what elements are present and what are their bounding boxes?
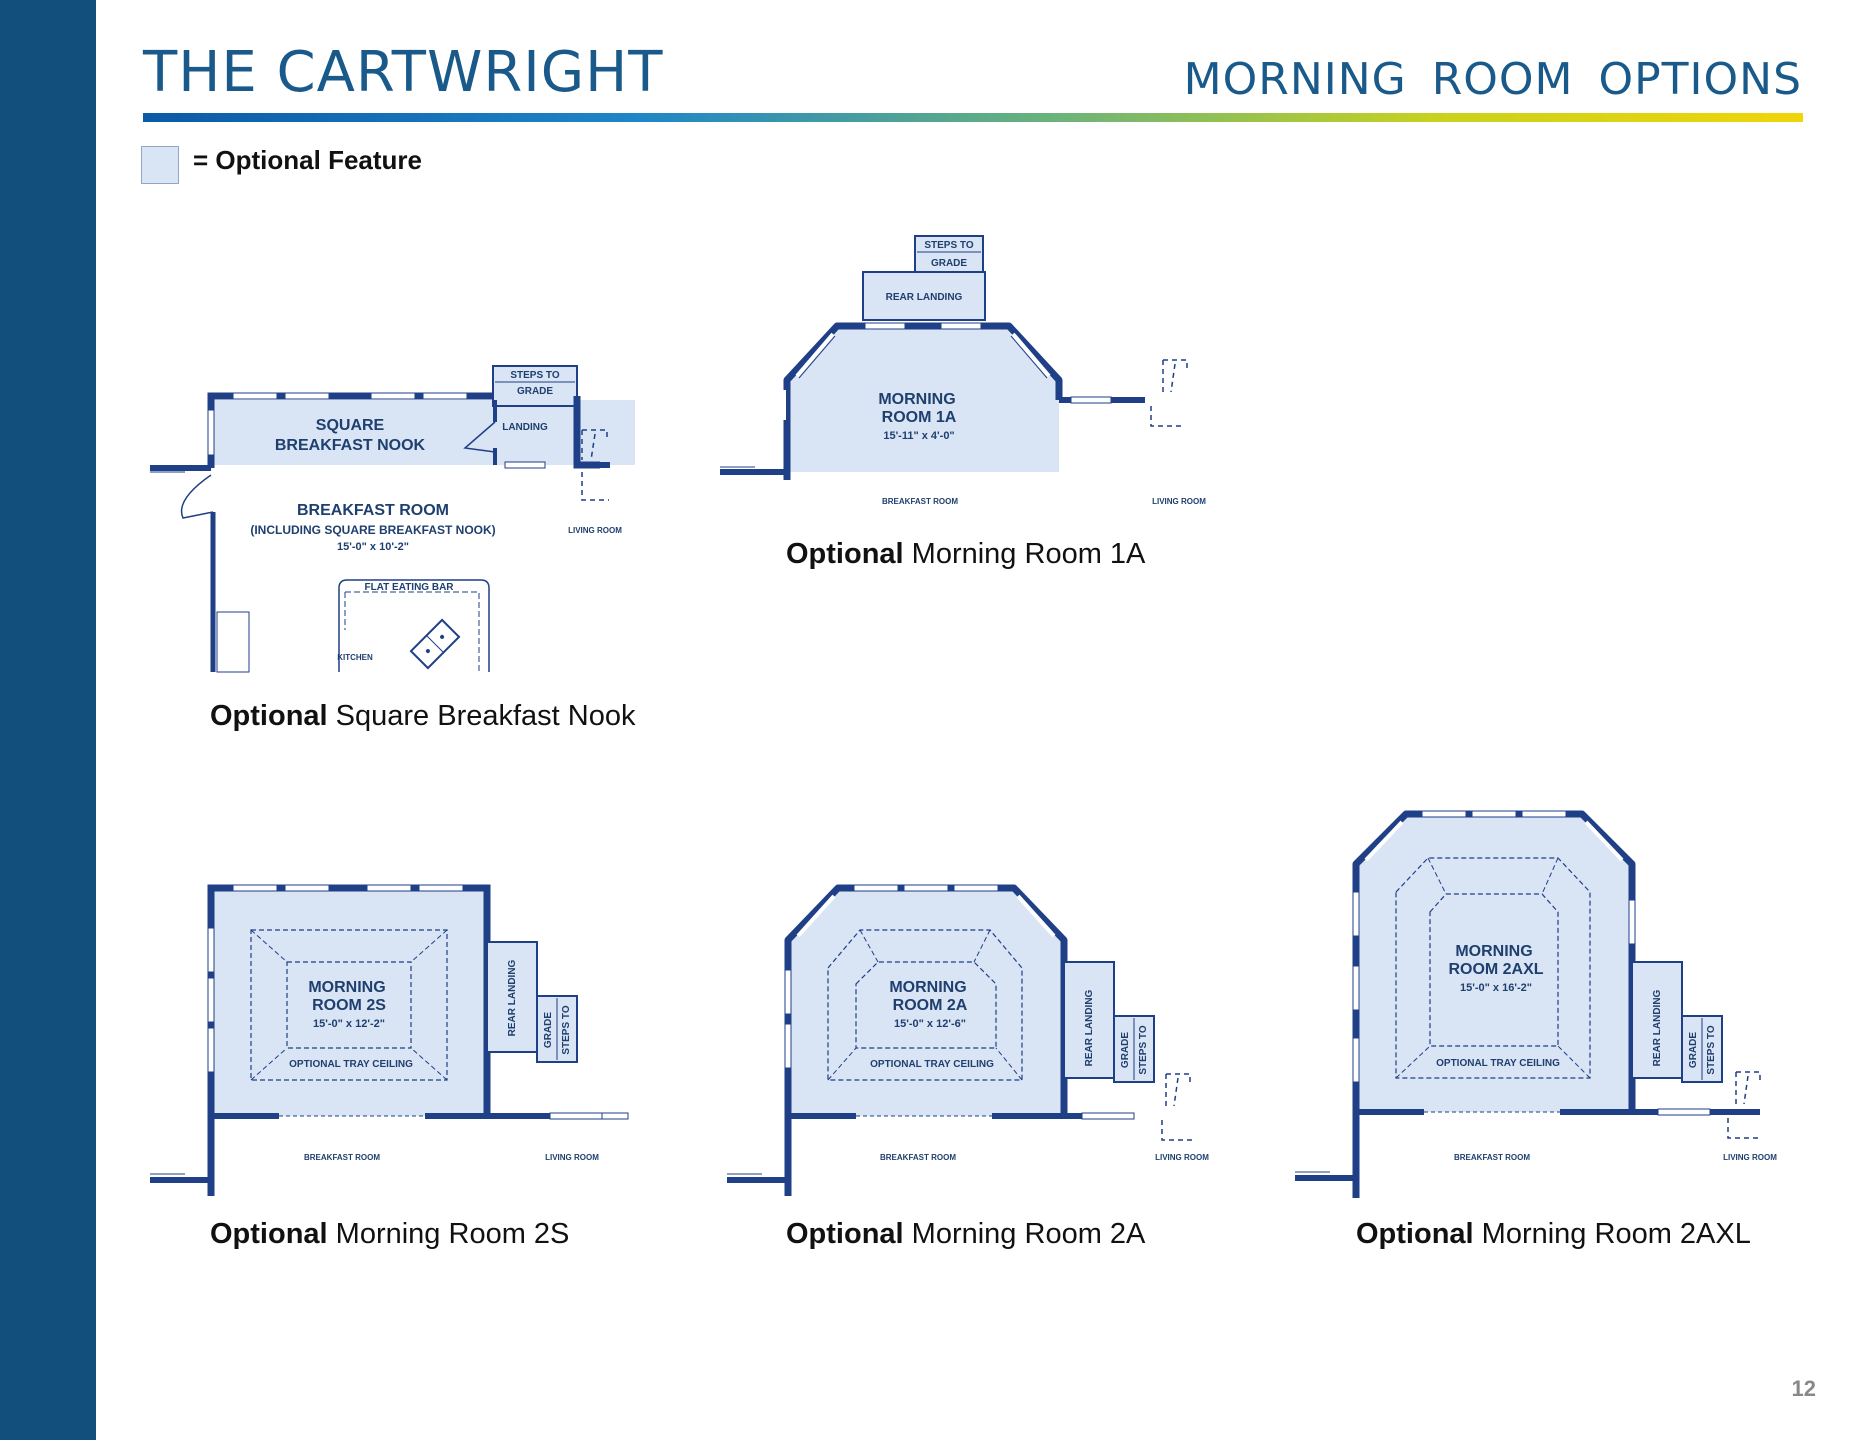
caption-bold: Optional	[210, 700, 328, 732]
nook-landing-label: LANDING	[502, 422, 548, 433]
mr1a-breakfast-label: BREAKFAST ROOM	[882, 497, 958, 506]
page-subtitle: MORNING ROOM OPTIONS	[1183, 54, 1802, 105]
mr2axl-room-line1: MORNING	[1455, 943, 1532, 960]
plan-morning-room-1a: STEPS TO GRADE REAR LANDING MORNING ROOM…	[715, 230, 1235, 520]
caption-rest: Square Breakfast Nook	[327, 700, 636, 732]
caption-rest: Morning Room 2A	[903, 1218, 1146, 1250]
mr2axl-dims: 15'-0" x 16'-2"	[1460, 982, 1532, 994]
caption-bold: Optional	[786, 1218, 904, 1250]
mr2axl-steps-label: STEPS TO	[1706, 1025, 1717, 1074]
mr2s-landing-label: REAR LANDING	[507, 959, 518, 1036]
caption-morning-room-2s: Optional Morning Room 2S	[210, 1218, 569, 1251]
page-number: 12	[1791, 1376, 1816, 1401]
mr2s-grade-label: GRADE	[543, 1012, 554, 1048]
nook-room-line1: SQUARE	[316, 417, 385, 434]
nook-steps-line2: GRADE	[517, 386, 553, 397]
sidebar-band	[0, 0, 96, 1440]
mr1a-room-line2: ROOM 1A	[882, 409, 957, 426]
mr2a-room-line2: ROOM 2A	[893, 997, 968, 1014]
legend-label: = Optional Feature	[193, 145, 422, 175]
plan-morning-room-2a: MORNING ROOM 2A 15'-0" x 12'-6" OPTIONAL…	[722, 878, 1232, 1198]
caption-morning-room-1a: Optional Morning Room 1A	[786, 538, 1145, 571]
legend-swatch	[141, 146, 179, 184]
caption-rest: Morning Room 2S	[327, 1218, 570, 1250]
nook-kitchen-label: KITCHEN	[337, 653, 373, 662]
mr2a-landing-label: REAR LANDING	[1084, 989, 1095, 1066]
caption-bold: Optional	[786, 538, 904, 570]
mr2axl-grade-label: GRADE	[1688, 1032, 1699, 1068]
plan-morning-room-2axl: MORNING ROOM 2AXL 15'-0" x 16'-2" OPTION…	[1290, 808, 1800, 1198]
gradient-divider	[143, 113, 1803, 122]
mr2a-steps-label: STEPS TO	[1138, 1025, 1149, 1074]
mr2a-living-label: LIVING ROOM	[1155, 1153, 1209, 1162]
caption-morning-room-2a: Optional Morning Room 2A	[786, 1218, 1145, 1251]
mr1a-living-label: LIVING ROOM	[1152, 497, 1206, 506]
caption-bold: Optional	[210, 1218, 328, 1250]
nook-eating-bar-label: FLAT EATING BAR	[364, 582, 454, 593]
mr2a-breakfast-label: BREAKFAST ROOM	[880, 1153, 956, 1162]
mr2s-breakfast-label: BREAKFAST ROOM	[304, 1153, 380, 1162]
mr1a-dims: 15'-11" x 4'-0"	[883, 430, 954, 442]
nook-breakfast-title: BREAKFAST ROOM	[297, 502, 449, 519]
plan-morning-room-2s: MORNING ROOM 2S 15'-0" x 12'-2" OPTIONAL…	[145, 878, 645, 1198]
mr1a-steps-line2: GRADE	[931, 258, 967, 269]
nook-steps-line1: STEPS TO	[510, 370, 559, 381]
mr2s-tray-label: OPTIONAL TRAY CEILING	[289, 1059, 413, 1070]
caption-rest: Morning Room 1A	[903, 538, 1146, 570]
caption-rest: Morning Room 2AXL	[1473, 1218, 1751, 1250]
caption-square-breakfast-nook: Optional Square Breakfast Nook	[210, 700, 636, 733]
mr2s-room-line1: MORNING	[308, 979, 385, 996]
page-title: THE CARTWRIGHT	[143, 40, 664, 105]
mr2s-dims: 15'-0" x 12'-2"	[313, 1018, 385, 1030]
mr1a-steps-line1: STEPS TO	[924, 240, 973, 251]
plan-square-breakfast-nook: SQUARE BREAKFAST NOOK STEPS TO GRADE LAN…	[145, 360, 645, 680]
mr2axl-landing-label: REAR LANDING	[1652, 989, 1663, 1066]
mr2a-tray-label: OPTIONAL TRAY CEILING	[870, 1059, 994, 1070]
nook-living-label: LIVING ROOM	[568, 526, 622, 535]
mr1a-room-line1: MORNING	[878, 391, 955, 408]
mr2s-room-line2: ROOM 2S	[312, 997, 386, 1014]
nook-breakfast-dims: 15'-0" x 10'-2"	[337, 541, 409, 553]
mr2a-grade-label: GRADE	[1120, 1032, 1131, 1068]
mr2axl-living-label: LIVING ROOM	[1723, 1153, 1777, 1162]
mr2axl-room-line2: ROOM 2AXL	[1448, 961, 1543, 978]
mr2a-dims: 15'-0" x 12'-6"	[894, 1018, 966, 1030]
mr2axl-breakfast-label: BREAKFAST ROOM	[1454, 1153, 1530, 1162]
mr2s-steps-label: STEPS TO	[561, 1005, 572, 1054]
mr2s-living-label: LIVING ROOM	[545, 1153, 599, 1162]
mr2a-room-line1: MORNING	[889, 979, 966, 996]
nook-breakfast-sub: (INCLUDING SQUARE BREAKFAST NOOK)	[250, 523, 495, 537]
caption-morning-room-2axl: Optional Morning Room 2AXL	[1356, 1218, 1751, 1251]
caption-bold: Optional	[1356, 1218, 1474, 1250]
mr1a-landing-label: REAR LANDING	[886, 292, 963, 303]
mr2axl-tray-label: OPTIONAL TRAY CEILING	[1436, 1058, 1560, 1069]
nook-room-line2: BREAKFAST NOOK	[275, 437, 426, 454]
